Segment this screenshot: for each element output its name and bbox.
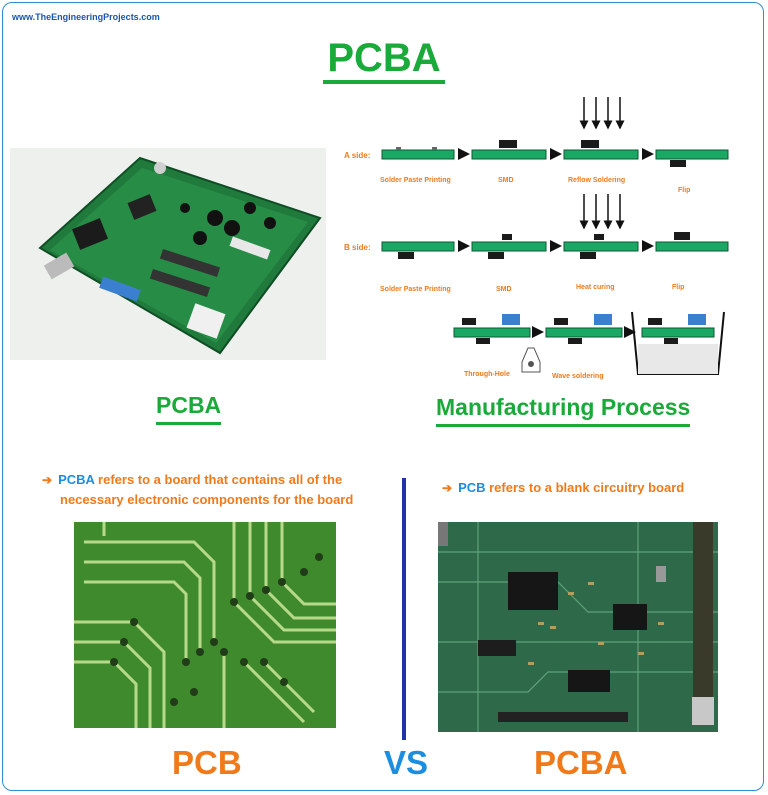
- manufacturing-process-caption-text: Manufacturing Process: [436, 394, 691, 420]
- c-step-1: Through-Hole: [464, 371, 510, 378]
- pcb-board-photo: [74, 522, 336, 728]
- manufacturing-process-caption: Manufacturing Process: [436, 394, 691, 427]
- site-url: www.TheEngineeringProjects.com: [12, 12, 160, 22]
- pcb-bottom-label: PCB: [172, 744, 242, 781]
- pcba-bottom-label: PCBA: [534, 744, 628, 781]
- b-step-4: Flip: [672, 284, 684, 291]
- c-step-2: Wave soldering: [552, 373, 603, 380]
- right-arrow-icon: ➔: [42, 473, 53, 487]
- pcba-populated-board-photo: [438, 522, 718, 732]
- b-side-label: B side:: [344, 243, 371, 252]
- a-step-3: Reflow Soldering: [568, 177, 625, 184]
- b-step-2: SMD: [496, 286, 512, 293]
- pcba-board-photo: [10, 148, 326, 360]
- pcba-text-line2: necessary electronic components for the …: [60, 492, 354, 507]
- pcba-caption: PCBA: [156, 392, 222, 425]
- pcb-text: refers to a blank circuitry board: [485, 480, 685, 495]
- pcb-description: ➔ PCB refers to a blank circuitry board: [442, 478, 684, 498]
- pcba-keyword: PCBA: [58, 472, 95, 487]
- pcba-description: ➔ PCBA refers to a board that contains al…: [42, 470, 353, 510]
- pcb-keyword: PCB: [458, 480, 486, 495]
- manufacturing-process-diagram: A side: Solder Paste Printing SMD Reflow…: [344, 97, 729, 380]
- a-step-2: SMD: [498, 177, 514, 184]
- vs-label: VS: [384, 744, 429, 781]
- center-divider: [402, 478, 406, 740]
- b-step-1: Solder Paste Printing: [380, 286, 451, 293]
- pcba-text-line1: refers to a board that contains all of t…: [94, 472, 343, 487]
- a-step-4: Flip: [678, 187, 690, 194]
- a-step-1: Solder Paste Printing: [380, 177, 451, 184]
- a-side-label: A side:: [344, 151, 370, 160]
- b-step-3: Heat curing: [576, 284, 615, 291]
- page-title: PCBA: [0, 36, 768, 84]
- right-arrow-icon: ➔: [442, 481, 453, 495]
- page-title-text: PCBA: [323, 36, 445, 84]
- pcba-caption-text: PCBA: [156, 392, 222, 418]
